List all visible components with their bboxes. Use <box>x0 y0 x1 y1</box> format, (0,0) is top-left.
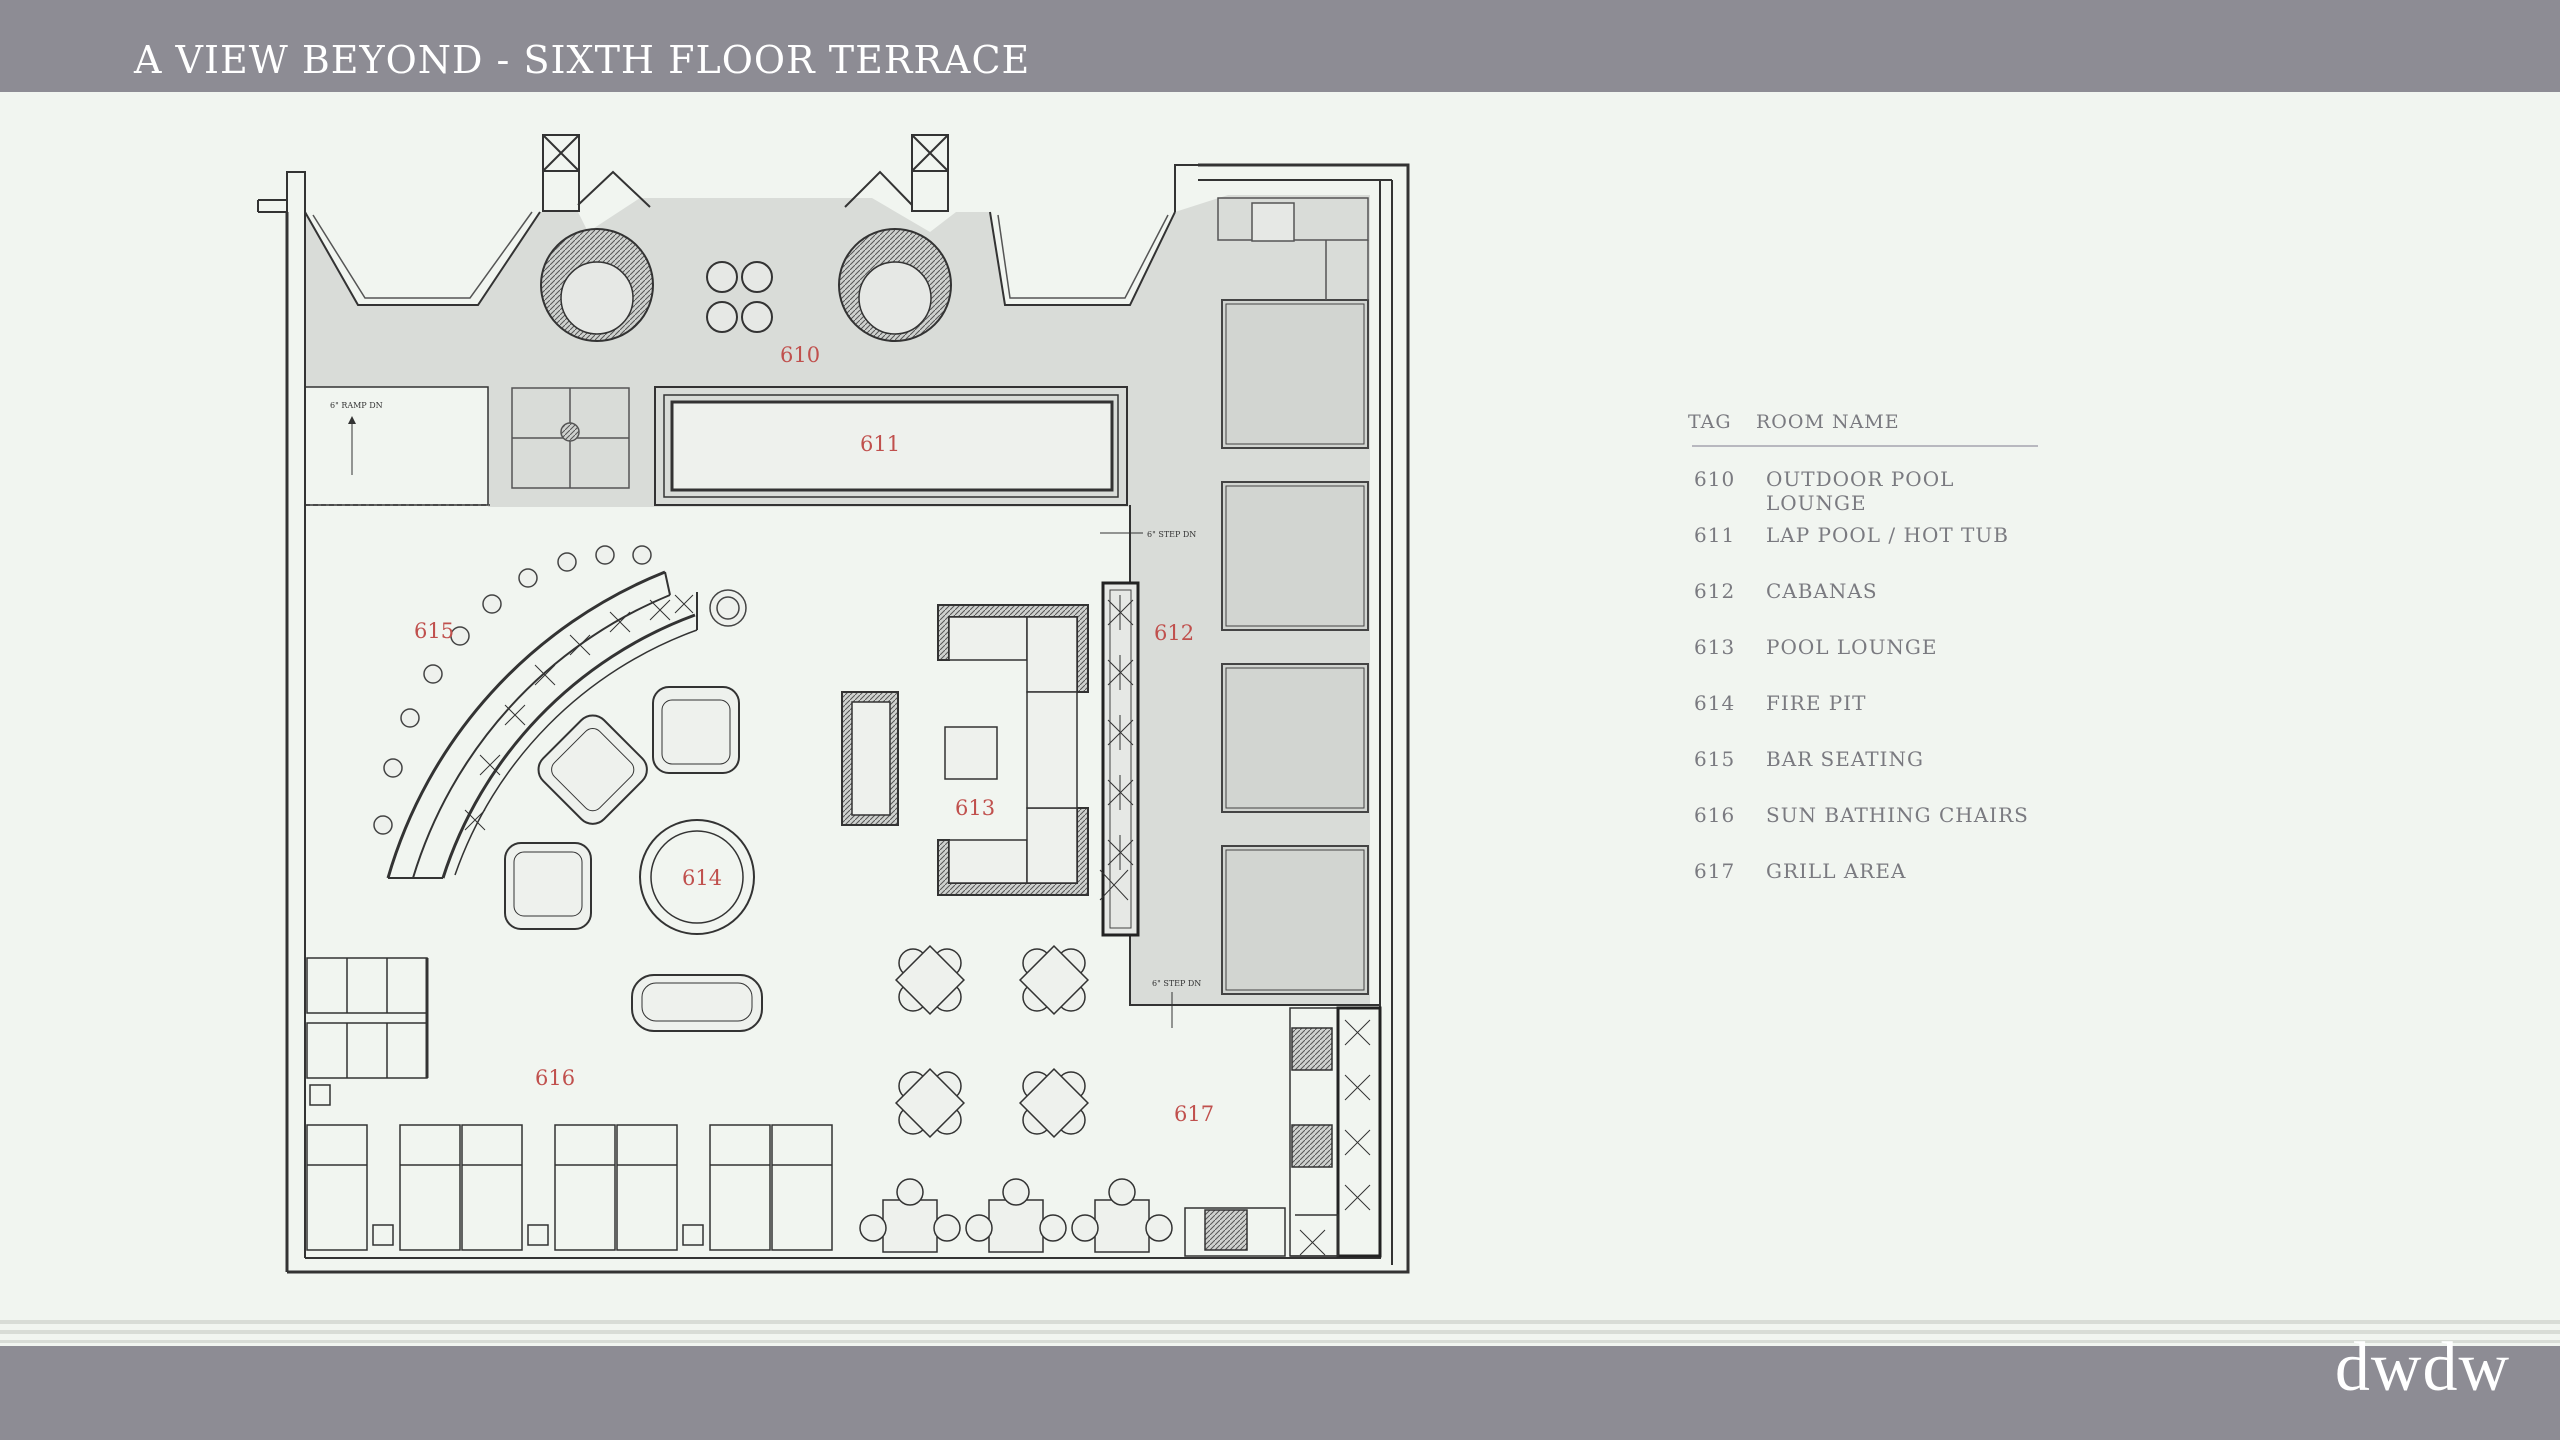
legend-header-tag: TAG <box>1688 411 1732 433</box>
legend-tag: 615 <box>1694 747 1736 771</box>
legend-tag: 614 <box>1694 691 1736 715</box>
room-tag-612: 612 <box>1154 621 1194 645</box>
svg-text:6" STEP DN: 6" STEP DN <box>1152 979 1201 988</box>
footer-stripe-3 <box>0 1340 2560 1343</box>
legend-row: 617 GRILL AREA <box>1680 839 2040 895</box>
ramp-annotation: 6" RAMP DN <box>330 401 383 475</box>
legend-room-name: POOL LOUNGE <box>1766 635 1938 659</box>
svg-text:6" STEP DN: 6" STEP DN <box>1147 530 1196 539</box>
legend-room-name: LAP POOL / HOT TUB <box>1766 523 2009 547</box>
grill-tables <box>859 1178 1286 1257</box>
dining-sets <box>894 944 1090 1139</box>
legend-tag: 612 <box>1694 579 1736 603</box>
page-title: A VIEW BEYOND - SIXTH FLOOR TERRACE <box>134 38 1031 82</box>
legend-tag: 610 <box>1694 467 1736 491</box>
pool-lounge-sofas <box>841 604 1089 896</box>
legend-room-name: CABANAS <box>1766 579 1878 603</box>
room-tag-616: 616 <box>535 1066 575 1090</box>
legend-row: 611 LAP POOL / HOT TUB <box>1680 503 2040 559</box>
legend-room-name: SUN BATHING CHAIRS <box>1766 803 2029 827</box>
legend-row: 610 OUTDOOR POOL LOUNGE <box>1680 447 2040 515</box>
room-tag-614: 614 <box>682 866 722 890</box>
room-tag-613: 613 <box>955 796 995 820</box>
sun-bathing-chairs <box>306 957 833 1251</box>
legend-row: 613 POOL LOUNGE <box>1680 615 2040 671</box>
zone-fills <box>305 195 1370 1005</box>
curved-bar <box>386 570 698 879</box>
structural-columns <box>542 134 949 212</box>
room-tag-617: 617 <box>1174 1102 1214 1126</box>
legend-row: 616 SUN BATHING CHAIRS <box>1680 783 2040 839</box>
bay-window-lines <box>312 211 1169 299</box>
cabana-beds <box>1221 299 1369 995</box>
step-annotations: 6" STEP DN 6" STEP DN <box>1100 530 1201 1028</box>
legend-divider <box>1692 445 2038 447</box>
planter-strip <box>1099 581 1140 937</box>
small-table-chairs <box>706 261 773 333</box>
room-tag-611: 611 <box>860 432 900 456</box>
footer-bar <box>0 1346 2560 1440</box>
legend-room-name: FIRE PIT <box>1766 691 1867 715</box>
legend-header: TAG ROOM NAME <box>1680 405 2040 445</box>
fire-pit <box>639 819 755 935</box>
cabana-top-unit <box>1217 197 1369 300</box>
legend-row: 612 CABANAS <box>1680 559 2040 615</box>
header-bar <box>0 0 2560 92</box>
hot-tub <box>511 387 630 489</box>
legend-tag: 611 <box>1694 523 1736 547</box>
footer-stripe <box>0 1320 2560 1324</box>
legend-row: 615 BAR SEATING <box>1680 727 2040 783</box>
legend-row: 614 FIRE PIT <box>1680 671 2040 727</box>
floor-plan: 6" RAMP DN 6" STEP DN 6" STEP DN <box>257 134 1410 1274</box>
legend-header-name: ROOM NAME <box>1756 411 1900 433</box>
footer-stripe-2 <box>0 1330 2560 1334</box>
round-loungers <box>540 228 952 342</box>
room-tags: 610 611 612 613 614 615 616 617 <box>414 343 1214 1126</box>
legend-room-name: OUTDOOR POOL LOUNGE <box>1766 467 1955 515</box>
legend-room-name: BAR SEATING <box>1766 747 1924 771</box>
bar-stools <box>373 545 747 835</box>
legend-tag: 616 <box>1694 803 1736 827</box>
legend-tag: 617 <box>1694 859 1736 883</box>
dwdw-logo: dwdw <box>2334 1329 2510 1406</box>
lap-pool <box>654 386 1128 506</box>
room-legend: TAG ROOM NAME 610 OUTDOOR POOL LOUNGE 61… <box>1680 405 2040 895</box>
room-tag-615: 615 <box>414 619 454 643</box>
legend-room-name: GRILL AREA <box>1766 859 1907 883</box>
svg-text:6" RAMP DN: 6" RAMP DN <box>330 401 383 410</box>
grill-station <box>1289 1006 1382 1258</box>
room-tag-610: 610 <box>780 343 820 367</box>
fire-pit-chairs <box>504 686 763 1032</box>
legend-tag: 613 <box>1694 635 1736 659</box>
